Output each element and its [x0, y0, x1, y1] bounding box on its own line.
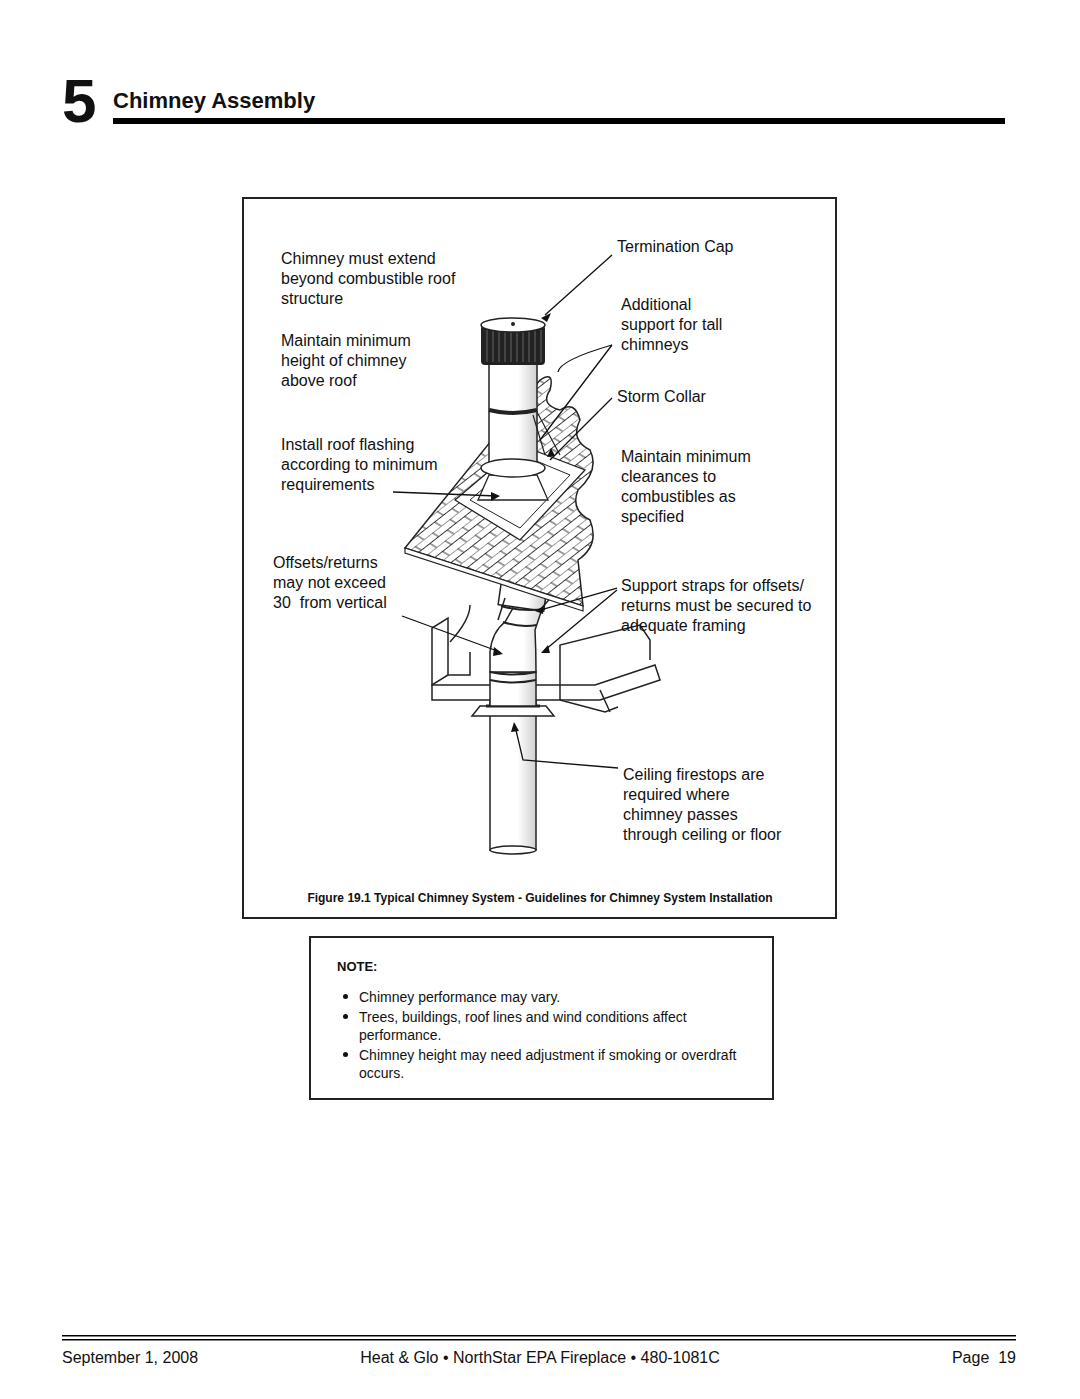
callout-text: Additional support for tall chimneys	[621, 295, 731, 355]
footer-date: September 1, 2008	[62, 1348, 312, 1368]
callout-text: Termination Cap	[617, 237, 767, 257]
note-heading: NOTE:	[337, 958, 742, 976]
section-number: 5	[62, 70, 112, 132]
callout-text: Maintain minimum clearances to combustib…	[621, 447, 771, 527]
figure-caption: Figure 19.1 Typical Chimney System - Gui…	[250, 890, 830, 906]
leader-line	[393, 255, 618, 768]
callout-text: Chimney must extend beyond combustible r…	[281, 249, 456, 309]
roof-flashing	[455, 445, 585, 540]
callout-text: Support straps for offsets/ returns must…	[621, 576, 826, 636]
callout-text: Storm Collar	[617, 387, 737, 407]
roof-shingles	[405, 377, 593, 606]
termination-cap	[481, 318, 545, 365]
footer-page: Page 19	[866, 1348, 1016, 1368]
callout-text: Maintain minimum height of chimney above…	[281, 331, 441, 391]
footer-title: Heat & Glo • NorthStar EPA Fireplace • 4…	[300, 1348, 780, 1368]
callout-text: Offsets/returns may not exceed 30 from v…	[273, 553, 403, 613]
callout-text: Install roof flashing according to minim…	[281, 435, 466, 495]
bullet-dot	[343, 994, 348, 999]
section-title: Chimney Assembly	[113, 88, 315, 114]
storm-collar	[481, 459, 545, 477]
note-item: Chimney performance may vary.	[337, 988, 742, 1006]
callout-text: Ceiling firestops are required where chi…	[623, 765, 783, 845]
note-item: Trees, buildings, roof lines and wind co…	[337, 1008, 742, 1044]
bullet-dot	[343, 1014, 348, 1019]
bullet-dot	[343, 1052, 348, 1057]
header-rule	[113, 118, 1005, 124]
note-item: Chimney height may need adjustment if sm…	[337, 1046, 742, 1082]
figure-frame	[243, 198, 836, 918]
note-box: NOTE: Chimney performance may vary. Trees,…	[309, 936, 774, 1100]
